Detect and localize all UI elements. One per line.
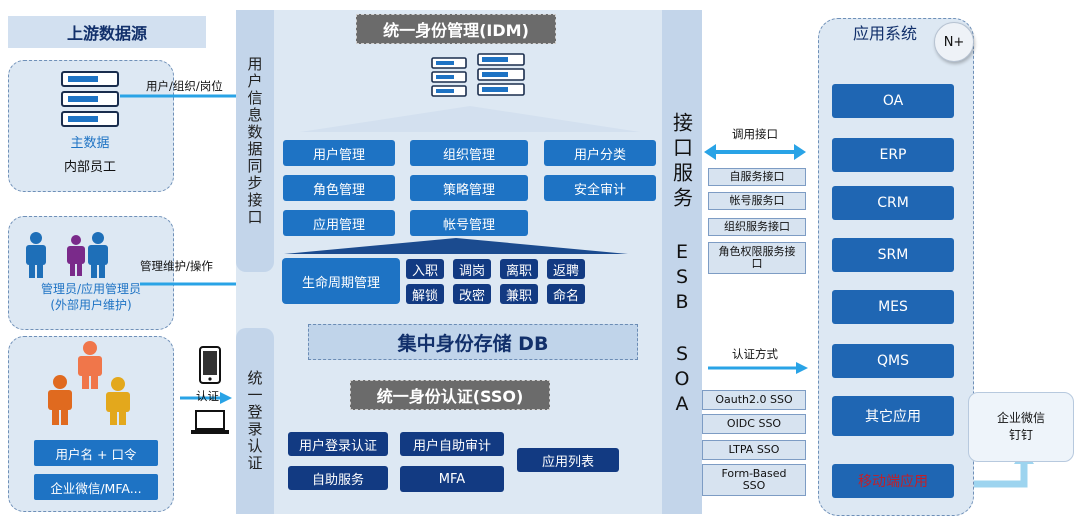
app-erp: ERP <box>832 138 954 172</box>
sso-app-list: 应用列表 <box>517 448 619 472</box>
manage-arrow-label: 管理维护/操作 <box>140 259 213 273</box>
sso-user-login-auth: 用户登录认证 <box>288 432 388 456</box>
interface-account-service: 帐号服务口 <box>708 192 806 210</box>
esb-column <box>662 10 702 514</box>
n-plus-badge: N+ <box>934 22 974 62</box>
sso-method-oidc: OIDC SSO <box>702 414 806 434</box>
master-data-caption: 主数据 <box>70 135 110 151</box>
lifecycle-op-rehire: 返聘 <box>547 259 585 279</box>
app-oa: OA <box>832 84 954 118</box>
module-org-management: 组织管理 <box>410 140 528 166</box>
auth-tag-password: 用户名 + 口令 <box>34 440 158 466</box>
app-mobile: 移动端应用 <box>832 464 954 498</box>
module-user-category: 用户分类 <box>544 140 656 166</box>
module-policy-management: 策略管理 <box>410 175 528 201</box>
sso-title: 统一身份认证(SSO) <box>350 380 550 410</box>
sync-interface-column: 用户信息数据同步接口 <box>236 10 274 272</box>
module-user-management: 用户管理 <box>283 140 395 166</box>
lifecycle-op-naming: 命名 <box>547 284 585 304</box>
server-icon <box>61 71 119 127</box>
admin-caption: 管理员/应用管理员 <box>40 281 142 296</box>
sync-arrow-label: 用户/组织/岗位 <box>146 79 223 93</box>
sso-method-form-based: Form-Based SSO <box>702 464 806 496</box>
esb-label-interface-service: 接口服务 <box>669 112 694 212</box>
upstream-title: 上游数据源 <box>8 16 206 48</box>
lifecycle-op-leave: 离职 <box>500 259 538 279</box>
sso-self-service: 自助服务 <box>288 466 388 490</box>
module-role-management: 角色管理 <box>283 175 395 201</box>
lifecycle-wedge <box>284 238 628 254</box>
lifecycle-op-part-time: 兼职 <box>500 284 538 304</box>
call-interface-label: 调用接口 <box>732 127 778 141</box>
module-account-management: 帐号管理 <box>410 210 528 236</box>
sso-method-oauth: Oauth2.0 SSO <box>702 390 806 410</box>
esb-label-soa: SOA <box>671 342 693 418</box>
admin-caption-sub: (外部用户维护) <box>50 297 132 312</box>
wecom-dingtalk-box: 企业微信 钉钉 <box>968 392 1074 462</box>
lifecycle-op-transfer: 调岗 <box>453 259 491 279</box>
app-mes: MES <box>832 290 954 324</box>
central-identity-db: 集中身份存储 DB <box>308 324 638 360</box>
app-srm: SRM <box>832 238 954 272</box>
wecom-label: 企业微信 <box>996 411 1045 425</box>
idm-platform-triangle <box>300 106 640 132</box>
app-systems-title: 应用系统 <box>852 24 917 43</box>
sso-user-self-audit: 用户自助审计 <box>400 432 504 456</box>
module-app-management: 应用管理 <box>283 210 395 236</box>
interface-self-service: 自服务接口 <box>708 168 806 186</box>
phone-icon <box>199 346 221 384</box>
interface-role-permission: 角色权限服务接口 <box>708 242 806 274</box>
idm-servers-icon <box>431 53 525 97</box>
lifecycle-management: 生命周期管理 <box>282 258 400 304</box>
sso-mfa: MFA <box>400 466 504 492</box>
internal-staff-caption: 内部员工 <box>63 159 116 175</box>
admin-people-icon <box>26 232 108 278</box>
unified-login-column: 统一登录认证 <box>236 328 274 514</box>
module-security-audit: 安全审计 <box>544 175 656 201</box>
users-people-icon <box>48 341 130 425</box>
app-other: 其它应用 <box>832 396 954 436</box>
lifecycle-op-change-password: 改密 <box>453 284 491 304</box>
app-qms: QMS <box>832 344 954 378</box>
lifecycle-op-unlock: 解锁 <box>406 284 444 304</box>
esb-label-esb: ESB <box>671 240 693 316</box>
laptop-icon <box>191 410 229 434</box>
lifecycle-op-onboard: 入职 <box>406 259 444 279</box>
auth-tag-wecom-mfa: 企业微信/MFA... <box>34 474 158 500</box>
interface-org-service: 组织服务接口 <box>708 218 806 236</box>
auth-arrow-label: 认证 <box>196 389 219 403</box>
sso-method-ltpa: LTPA SSO <box>702 440 806 460</box>
app-crm: CRM <box>832 186 954 220</box>
idm-title: 统一身份管理(IDM) <box>356 14 556 44</box>
dingtalk-label: 钉钉 <box>1008 428 1033 442</box>
auth-method-label: 认证方式 <box>732 347 778 361</box>
